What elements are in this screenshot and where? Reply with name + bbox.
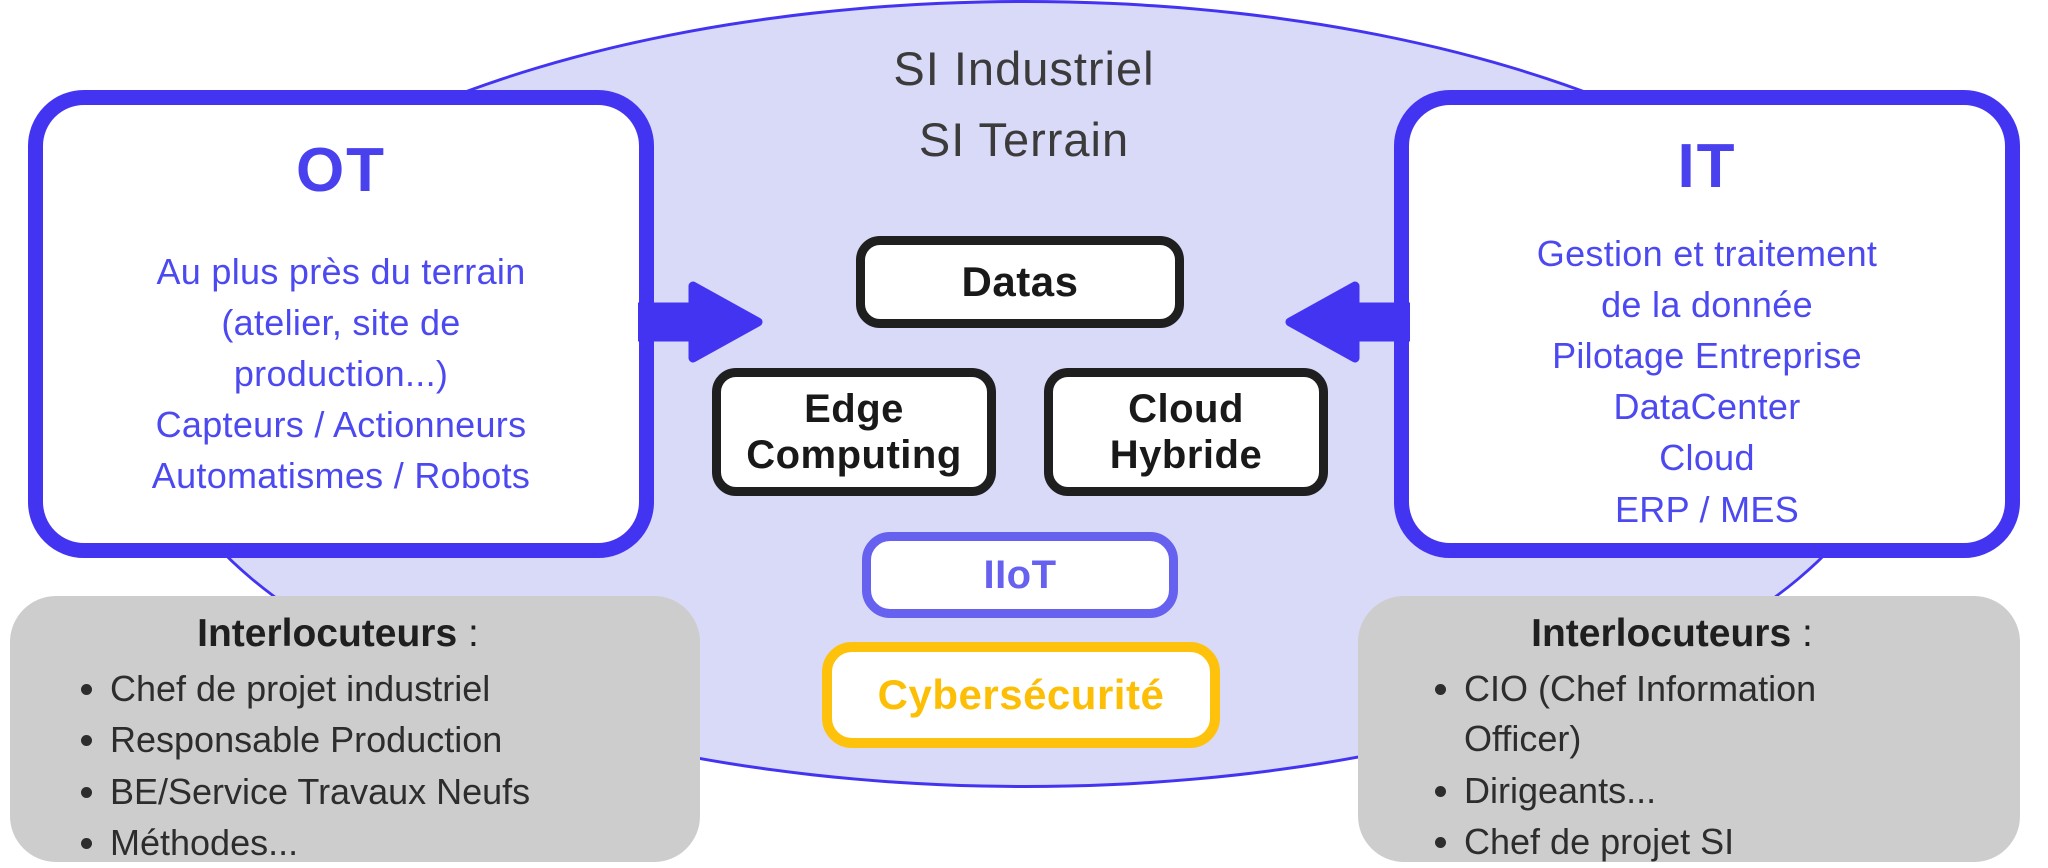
cloud-hybride-box: Cloud Hybride — [1044, 368, 1328, 496]
ot-panel-description: Au plus près du terrain (atelier, site d… — [43, 246, 639, 502]
ot-interlocutors-heading-colon: : — [457, 612, 479, 655]
ot-interlocutors-box: Interlocuteurs : Chef de projet industri… — [10, 596, 700, 863]
ot-description-line: production...) — [233, 353, 449, 395]
list-item: Dirigeants... — [1464, 766, 1896, 816]
list-item: BE/Service Travaux Neufs — [110, 767, 630, 817]
it-description-line: Pilotage Entreprise — [1552, 335, 1862, 377]
list-item: Chef de projet SI — [1464, 817, 1896, 867]
it-description-line: ERP / MES — [1614, 488, 1800, 530]
ot-description-line: (atelier, site de — [221, 302, 461, 344]
iiot-box: IIoT — [862, 532, 1178, 618]
it-interlocutors-box: Interlocuteurs : CIO (Chef Information O… — [1358, 596, 2020, 862]
arrow-right-icon — [638, 281, 763, 363]
it-description-line: de la donnée — [1601, 284, 1813, 326]
it-description-line: Cloud — [1659, 437, 1755, 479]
list-item: CIO (Chef Information Officer) — [1464, 664, 1896, 765]
it-description-line: DataCenter — [1613, 386, 1801, 428]
it-interlocutors-heading-label: Interlocuteurs — [1531, 612, 1792, 655]
list-item: Méthodes... — [110, 818, 630, 868]
ot-interlocutors-list: Chef de projet industriel Responsable Pr… — [68, 664, 630, 868]
list-item: Chef de projet industriel — [110, 664, 630, 714]
ot-description-line: Automatismes / Robots — [151, 455, 531, 497]
ot-description-line: Capteurs / Actionneurs — [155, 404, 527, 446]
diagram-title-line1: SI Industriel — [893, 42, 1155, 95]
ot-interlocutors-heading: Interlocuteurs : — [68, 612, 608, 656]
arrow-left-icon — [1285, 281, 1410, 363]
it-interlocutors-heading: Interlocuteurs : — [1422, 612, 1922, 656]
it-panel: IT Gestion et traitement de la donnée Pi… — [1394, 90, 2020, 558]
ot-interlocutors-heading-label: Interlocuteurs — [197, 612, 458, 655]
it-description-line: Gestion et traitement — [1536, 233, 1878, 274]
diagram-title-line2: SI Terrain — [918, 112, 1130, 166]
ot-panel-title: OT — [295, 136, 387, 205]
datas-box: Datas — [856, 236, 1184, 328]
cybersecurity-box: Cybersécurité — [822, 642, 1220, 748]
it-interlocutors-list: CIO (Chef Information Officer) Dirigeant… — [1422, 664, 1896, 868]
it-panel-description: Gestion et traitement de la donnée Pilot… — [1409, 228, 2005, 535]
list-item: Responsable Production — [110, 715, 630, 765]
ot-panel: OT Au plus près du terrain (atelier, sit… — [28, 90, 654, 558]
ot-description-line: Au plus près du terrain — [156, 251, 526, 292]
it-interlocutors-heading-colon: : — [1791, 612, 1813, 655]
it-panel-title: IT — [1677, 132, 1737, 201]
diagram-title: SI Industriel SI Terrain — [0, 34, 2048, 175]
edge-computing-box: Edge Computing — [712, 368, 996, 496]
